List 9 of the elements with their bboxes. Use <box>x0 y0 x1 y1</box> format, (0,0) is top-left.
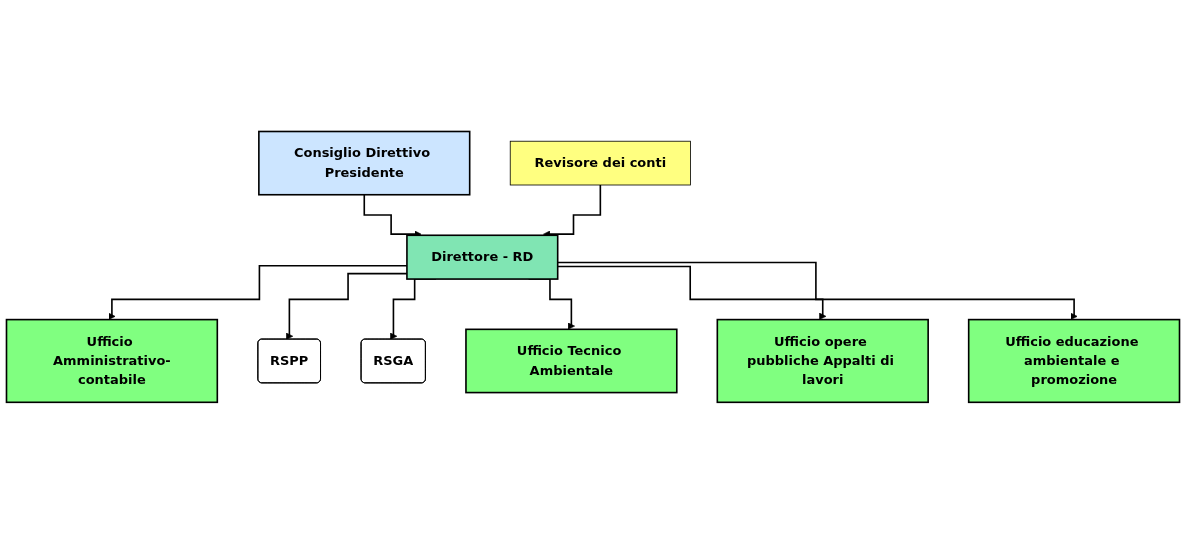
node-box: Ufficio opere pubbliche Appalti di lavori <box>716 318 929 404</box>
node-box: Ufficio Amministrativo-contabile <box>5 318 219 404</box>
node-box: Direttore - RD <box>406 234 559 280</box>
node-box: Ufficio educazione ambientale e promozione <box>967 318 1181 404</box>
node-box: Revisore dei conti <box>509 140 691 186</box>
arrow <box>363 194 422 238</box>
node-box: Consiglio Direttivo Presidente <box>258 130 471 196</box>
node-box: Ufficio Tecnico Ambientale <box>465 328 678 394</box>
arrow <box>543 184 602 238</box>
